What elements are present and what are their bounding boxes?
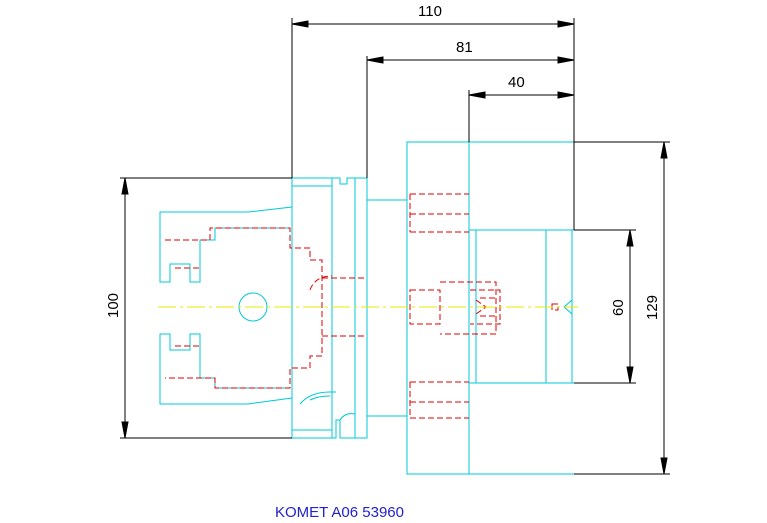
dim-81-label: 81: [456, 39, 473, 56]
dim-60-label: 60: [610, 299, 627, 316]
drawing-caption: KOMET A06 53960: [275, 504, 404, 521]
dimension-lines: [120, 18, 670, 475]
dim-40-label: 40: [508, 74, 525, 91]
hidden-screw: [409, 281, 501, 335]
dim-110-label: 110: [418, 3, 442, 20]
hidden-taper-cavity: [165, 227, 323, 389]
disc-outline: [406, 141, 470, 475]
hidden-disc-bores: [410, 193, 469, 419]
taper-shank-outline: [159, 206, 293, 405]
dim-100-label: 100: [105, 293, 122, 318]
tool-holder-outline: [159, 141, 574, 475]
flange-outline: [291, 177, 368, 439]
hidden-lines: [165, 193, 559, 419]
dim-129-label: 129: [644, 295, 661, 320]
neck-outline: [366, 199, 408, 417]
